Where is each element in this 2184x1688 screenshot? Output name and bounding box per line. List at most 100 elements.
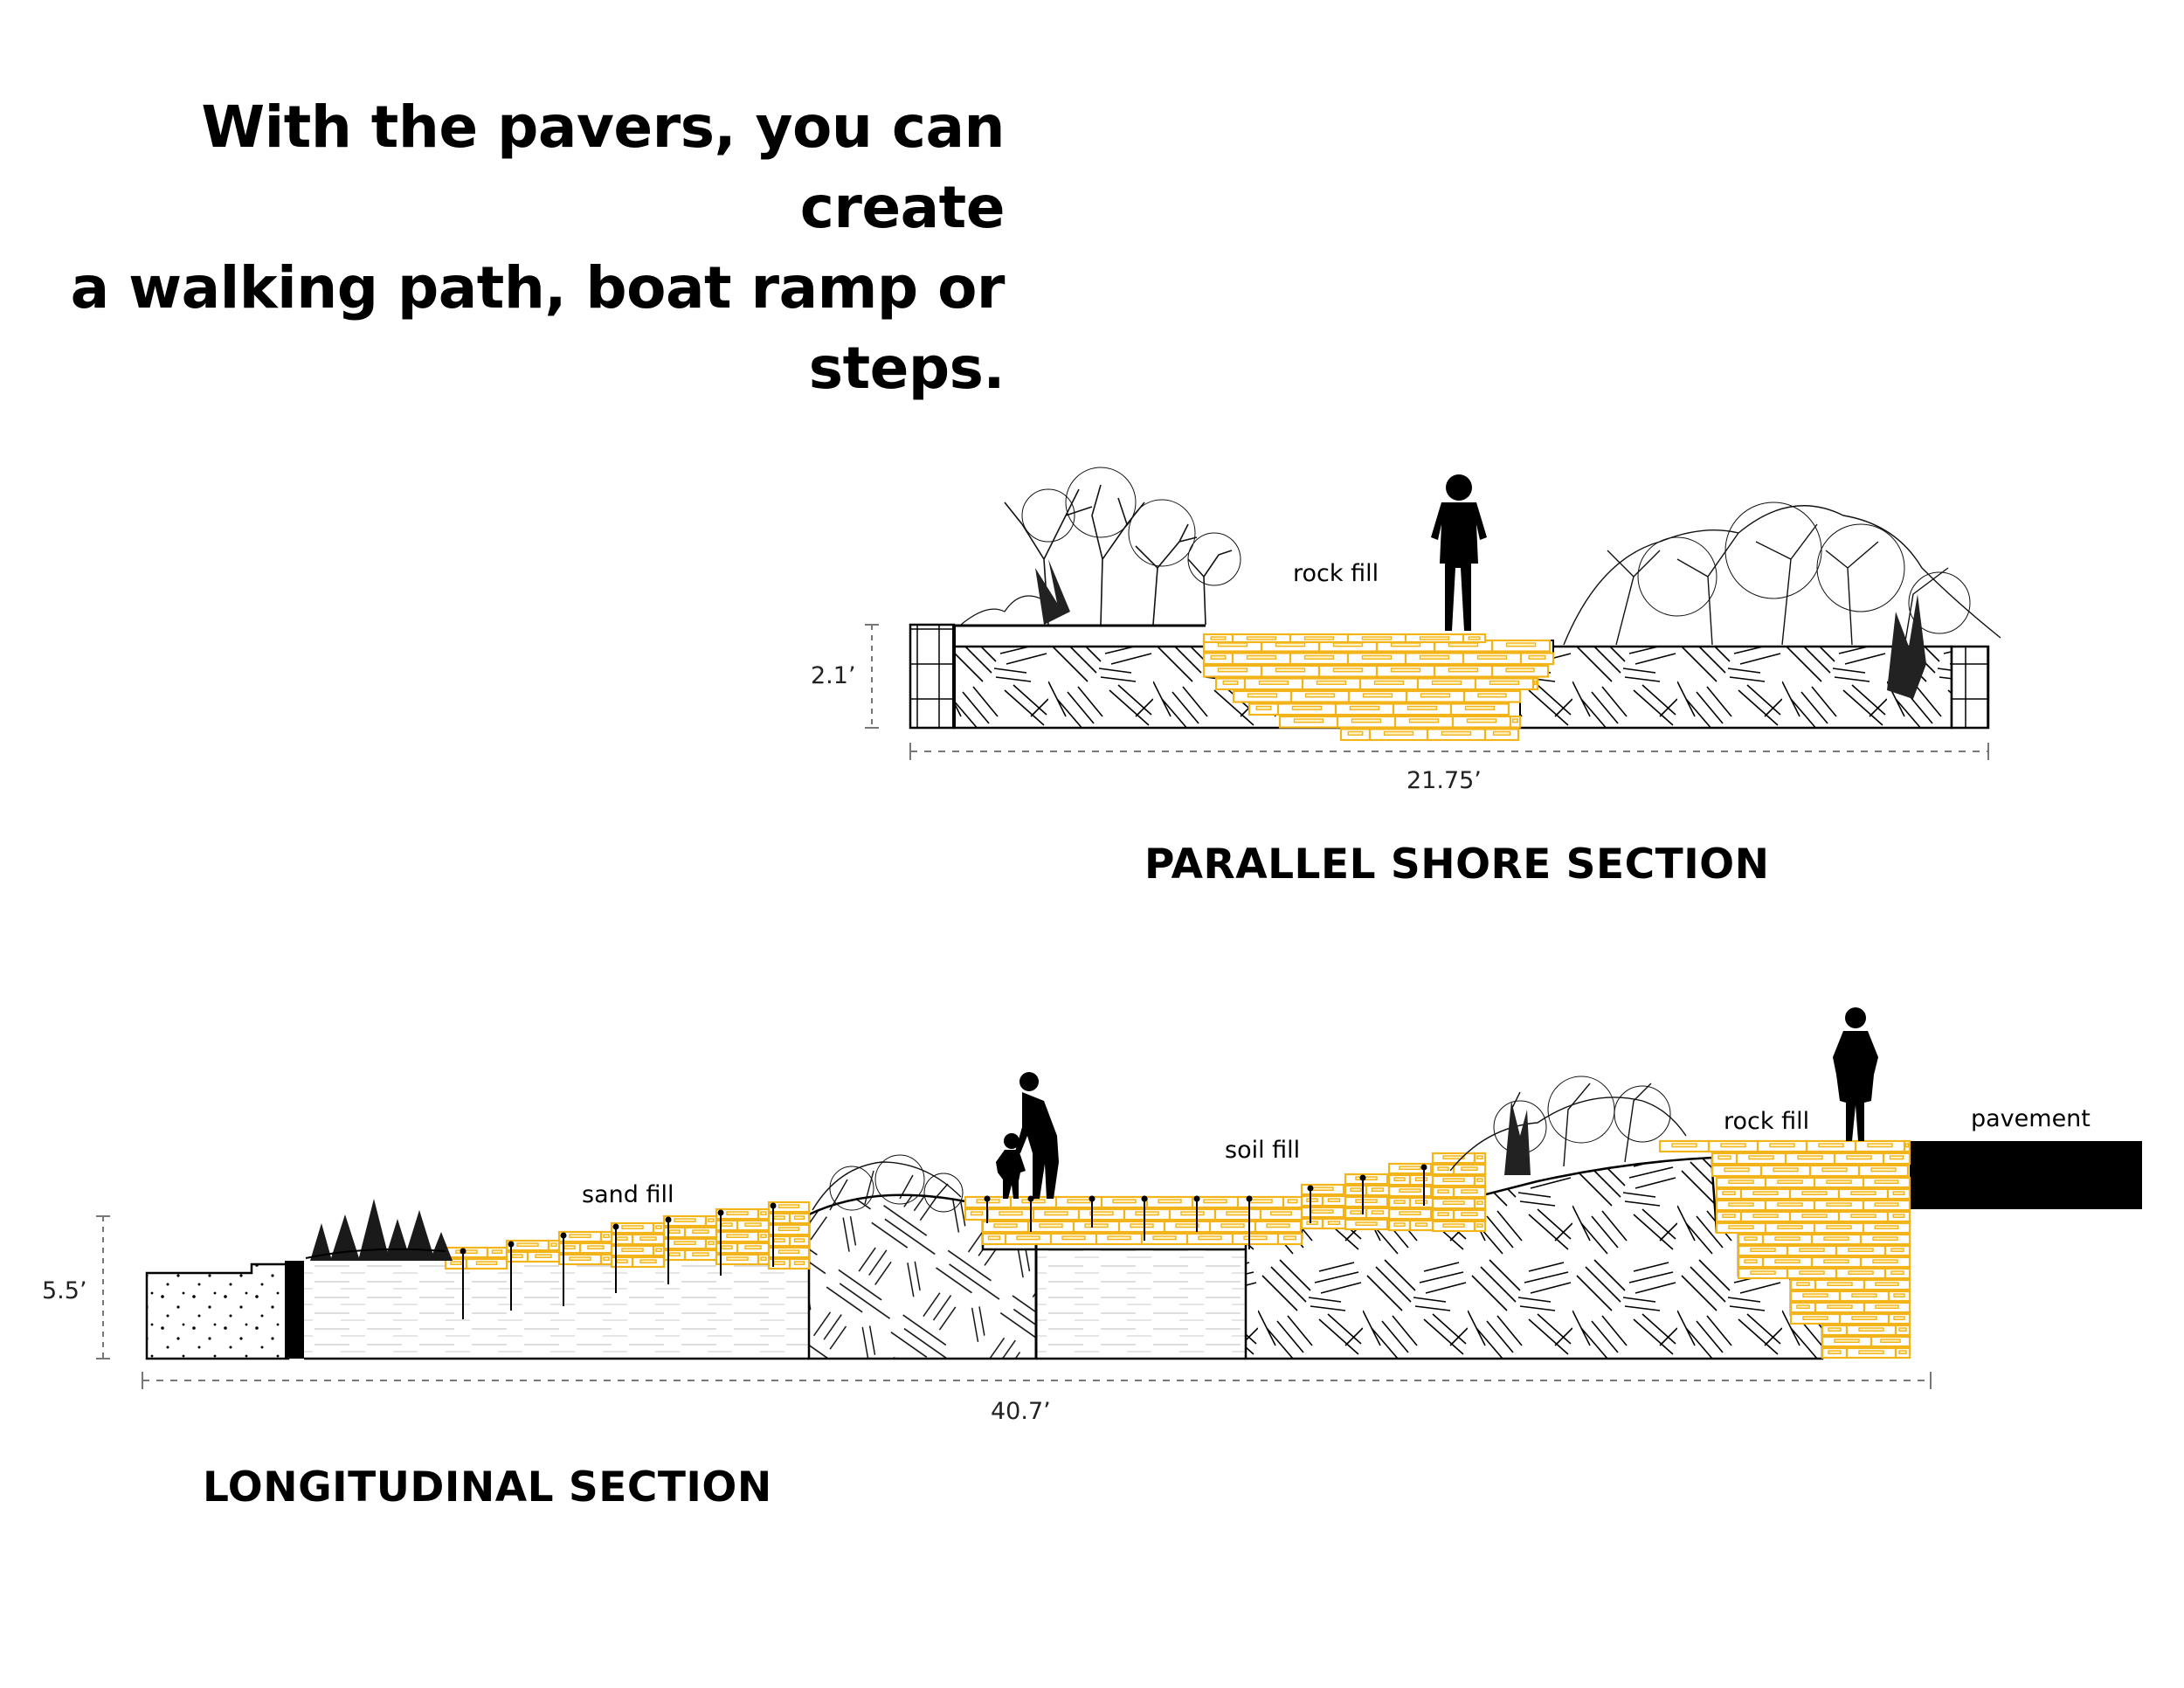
anchor-pin-head [612,1223,619,1230]
paver-slot [1437,1189,1449,1193]
paver-slot [1476,1155,1483,1159]
anchor-pin-head [460,1248,467,1255]
parallel-left-vegetation [960,467,1241,626]
paver-slot [1826,1225,1852,1229]
long-child-person-icon [996,1133,1026,1199]
anchor-pin-head [717,1209,724,1216]
headline-line-3: steps. [808,335,1006,402]
paver-slot [1061,1235,1086,1241]
paver-slot [1306,1198,1318,1202]
anchor-pin-head [1141,1195,1148,1202]
long-conifer-mid [1504,1101,1531,1175]
paver-slot [721,1245,733,1249]
paver-slot [692,1252,709,1256]
paver-slot [1248,1199,1273,1204]
paver-slot [1461,1166,1478,1171]
paver-slot [1858,1350,1884,1354]
paver-slot [1752,1214,1779,1218]
paver-slot [993,1223,1018,1228]
long-width-dimension [142,1372,1932,1389]
paver-slot [1748,1155,1774,1160]
paver-slot [1796,1304,1810,1309]
paver-slot [1728,1225,1754,1229]
long-standing-person-icon [1833,1007,1878,1141]
anchor-pin-head [1089,1195,1095,1202]
paver-slot [1890,1248,1904,1252]
paver-slot [1393,1177,1406,1181]
paver-slot [1512,718,1518,723]
paver-slot [1437,1212,1449,1216]
paver-slot [1437,1166,1449,1171]
paver-slot [1724,1167,1750,1173]
long-retaining-post [285,1261,304,1359]
paver-slot [1870,1167,1897,1173]
paver-slot [603,1234,610,1238]
paver-slot [1350,1187,1362,1192]
anchor-pin-head [1359,1174,1366,1181]
paver-slot [708,1241,715,1245]
parallel-shore-section: rock fill 2.1’ 21.75’ [811,467,2001,794]
long-mound-trees [1449,1076,1687,1172]
paver-slot [1390,642,1421,647]
paver-slot [1275,642,1306,647]
paver-slot [511,1254,523,1258]
paver-slot [1801,1214,1828,1218]
paver-slot [1210,654,1227,660]
parallel-section-title: PARALLEL SHORE SECTION [1144,841,1770,889]
paver-slot [1383,730,1414,736]
paver-slot [1851,1316,1877,1320]
anchor-pin-head [1193,1195,1200,1202]
paver-slot [1067,1199,1091,1204]
paver-slot [1089,1211,1114,1216]
paver-slot [1752,1191,1779,1195]
paver-slot [603,1256,610,1261]
anchor-pin-head [1246,1195,1253,1202]
paver-slot [1016,1235,1040,1241]
paver-slot [1203,1199,1227,1204]
paver-slot [1777,1225,1803,1229]
parallel-width-dimension [909,743,1989,760]
paver-slot [970,1211,984,1216]
paver-slot [1448,668,1479,673]
paver-slot [1872,1259,1898,1263]
paver-slot [1355,1176,1378,1180]
paver-slot [1468,636,1481,640]
anchor-pin-head [770,1202,777,1209]
paver-slot [616,1236,628,1241]
paver-slot [1414,1200,1428,1204]
paver-slot [1373,680,1405,685]
paver-slot [1371,1187,1385,1192]
paver-slot [1255,705,1272,710]
paver-slot [778,1227,800,1231]
paver-slot [1773,1167,1799,1173]
paver-slot [1476,1200,1483,1205]
paver-slot [1826,1180,1852,1184]
paver-slot [1390,668,1421,673]
paver-slot [1802,1316,1828,1320]
paver-slot [1797,1155,1823,1160]
headline-line-1: With the pavers, you can create [201,93,1005,241]
parallel-person-icon [1431,474,1487,631]
anchor-pin-head [560,1232,567,1239]
paver-slot [1361,636,1393,640]
paver-slot [1827,1282,1853,1286]
paver-slot [1834,1339,1860,1343]
paver-slot [726,1211,749,1215]
paver-slot [1246,654,1277,660]
paver-slot [1533,680,1538,685]
paver-slot [1777,1202,1803,1207]
paver-slot [621,1248,644,1252]
paver-slot [1361,654,1393,660]
parallel-height-dimension [865,624,879,729]
paver-slot [773,1261,785,1265]
paver-slot [1355,1199,1378,1203]
paver-slot [1349,705,1380,710]
paver-slot [793,1261,805,1265]
paver-slot [616,1259,628,1263]
paver-slot [1890,1270,1904,1275]
paver-slot [1222,680,1239,685]
paver-slot [475,1261,498,1265]
paver-slot [1821,1167,1848,1173]
anchor-pin-head [665,1216,672,1223]
anchor-pin-head [508,1241,515,1248]
